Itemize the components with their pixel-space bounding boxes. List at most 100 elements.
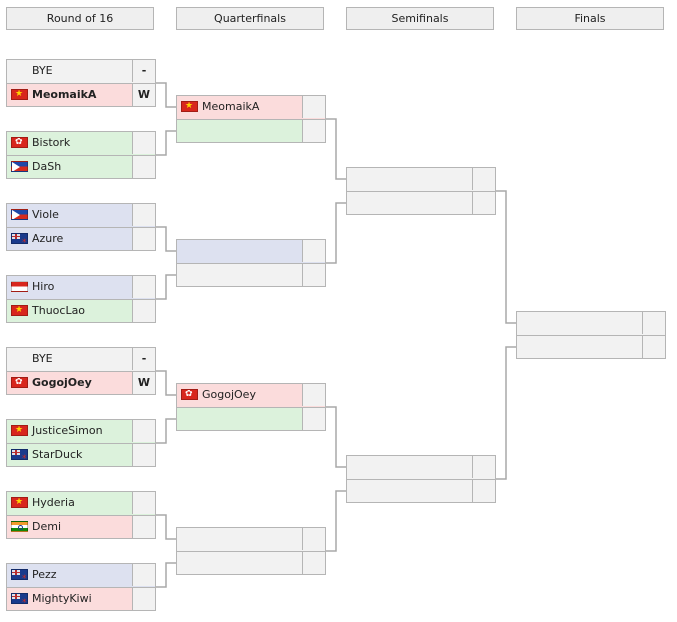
player-name[interactable]: JusticeSimon <box>7 420 133 442</box>
nz-flag-icon <box>11 449 28 460</box>
player-name[interactable]: Bistork <box>7 132 133 154</box>
score-cell <box>303 96 325 118</box>
score-cell <box>473 480 495 502</box>
score-cell <box>133 444 155 466</box>
vn-flag-icon <box>11 497 28 508</box>
player-name[interactable]: DaSh <box>7 156 133 178</box>
score-cell <box>133 228 155 250</box>
score-cell <box>303 408 325 430</box>
player-name[interactable] <box>517 336 643 358</box>
player-name[interactable]: MeomaikA <box>7 84 133 106</box>
qf-slot-4[interactable] <box>176 263 326 287</box>
score-cell <box>473 168 495 190</box>
player-name[interactable] <box>347 192 473 214</box>
player-name[interactable]: GogojOey <box>177 384 303 406</box>
semifinals-header: Semifinals <box>346 7 494 30</box>
qf-slot-6[interactable] <box>176 407 326 431</box>
r16-slot-13[interactable]: Hyderia <box>6 491 156 515</box>
player-name[interactable] <box>177 120 303 142</box>
player-name[interactable]: ThuocLao <box>7 300 133 322</box>
player-label: MeomaikA <box>202 100 260 113</box>
player-name[interactable]: Demi <box>7 516 133 538</box>
player-name[interactable]: Azure <box>7 228 133 250</box>
player-name[interactable] <box>347 168 473 190</box>
r16-slot-7[interactable]: Hiro <box>6 275 156 299</box>
score-cell <box>133 516 155 538</box>
qf-slot-2[interactable] <box>176 119 326 143</box>
player-name[interactable]: Hyderia <box>7 492 133 514</box>
player-name[interactable]: BYE <box>7 60 133 82</box>
r16-slot-16[interactable]: MightyKiwi <box>6 587 156 611</box>
sf-slot-1[interactable] <box>346 167 496 191</box>
r16-slot-4[interactable]: DaSh <box>6 155 156 179</box>
player-name[interactable]: Hiro <box>7 276 133 298</box>
player-name[interactable]: Viole <box>7 204 133 226</box>
r16-slot-6[interactable]: Azure <box>6 227 156 251</box>
final-slot-2[interactable] <box>516 335 666 359</box>
r16-slot-5[interactable]: Viole <box>6 203 156 227</box>
score-cell <box>303 384 325 406</box>
player-name[interactable]: BYE <box>7 348 133 370</box>
sf-slot-3[interactable] <box>346 455 496 479</box>
player-name[interactable]: MeomaikA <box>177 96 303 118</box>
score-cell <box>133 132 155 154</box>
r16-slot-12[interactable]: StarDuck <box>6 443 156 467</box>
player-label: Pezz <box>32 568 57 581</box>
player-name[interactable] <box>517 312 643 334</box>
r16-slot-14[interactable]: Demi <box>6 515 156 539</box>
player-label: GogojOey <box>202 388 256 401</box>
player-name[interactable] <box>177 240 303 262</box>
vn-flag-icon <box>181 101 198 112</box>
score-cell <box>133 564 155 586</box>
player-label: MeomaikA <box>32 88 97 101</box>
player-label: DaSh <box>32 160 62 173</box>
player-name[interactable] <box>177 408 303 430</box>
qf-slot-5[interactable]: GogojOey <box>176 383 326 407</box>
ph-flag-icon <box>11 161 28 172</box>
sf-slot-2[interactable] <box>346 191 496 215</box>
player-name[interactable]: GogojOey <box>7 372 133 394</box>
player-name[interactable] <box>347 480 473 502</box>
score-cell <box>303 264 325 286</box>
score-cell <box>473 456 495 478</box>
r16-slot-9[interactable]: BYE - <box>6 347 156 371</box>
hk-flag-icon <box>11 377 28 388</box>
player-name[interactable] <box>177 528 303 550</box>
r16-slot-11[interactable]: JusticeSimon <box>6 419 156 443</box>
qf-slot-7[interactable] <box>176 527 326 551</box>
r16-slot-3[interactable]: Bistork <box>6 131 156 155</box>
qf-slot-3[interactable] <box>176 239 326 263</box>
r16-slot-8[interactable]: ThuocLao <box>6 299 156 323</box>
player-name[interactable]: MightyKiwi <box>7 588 133 610</box>
player-name[interactable] <box>177 264 303 286</box>
player-label: BYE <box>32 352 53 365</box>
qf-slot-1[interactable]: MeomaikA <box>176 95 326 119</box>
score-cell <box>643 336 665 358</box>
player-name[interactable] <box>177 552 303 574</box>
player-name[interactable]: Pezz <box>7 564 133 586</box>
player-label: Azure <box>32 232 64 245</box>
score-cell: - <box>133 348 155 370</box>
final-slot-1[interactable] <box>516 311 666 335</box>
qf-slot-8[interactable] <box>176 551 326 575</box>
score-cell <box>303 552 325 574</box>
score-cell: - <box>133 60 155 82</box>
score-cell <box>473 192 495 214</box>
player-name[interactable]: StarDuck <box>7 444 133 466</box>
player-label: Bistork <box>32 136 71 149</box>
r16-slot-1[interactable]: BYE- <box>6 59 156 83</box>
player-label: Hyderia <box>32 496 75 509</box>
player-label: Hiro <box>32 280 55 293</box>
hk-flag-icon <box>181 389 198 400</box>
sf-slot-4[interactable] <box>346 479 496 503</box>
player-label: Demi <box>32 520 62 533</box>
ph-flag-icon <box>11 209 28 220</box>
r16-slot-15[interactable]: Pezz <box>6 563 156 587</box>
nz-flag-icon <box>11 593 28 604</box>
round-of-16-header: Round of 16 <box>6 7 154 30</box>
player-name[interactable] <box>347 456 473 478</box>
finals-header: Finals <box>516 7 664 30</box>
